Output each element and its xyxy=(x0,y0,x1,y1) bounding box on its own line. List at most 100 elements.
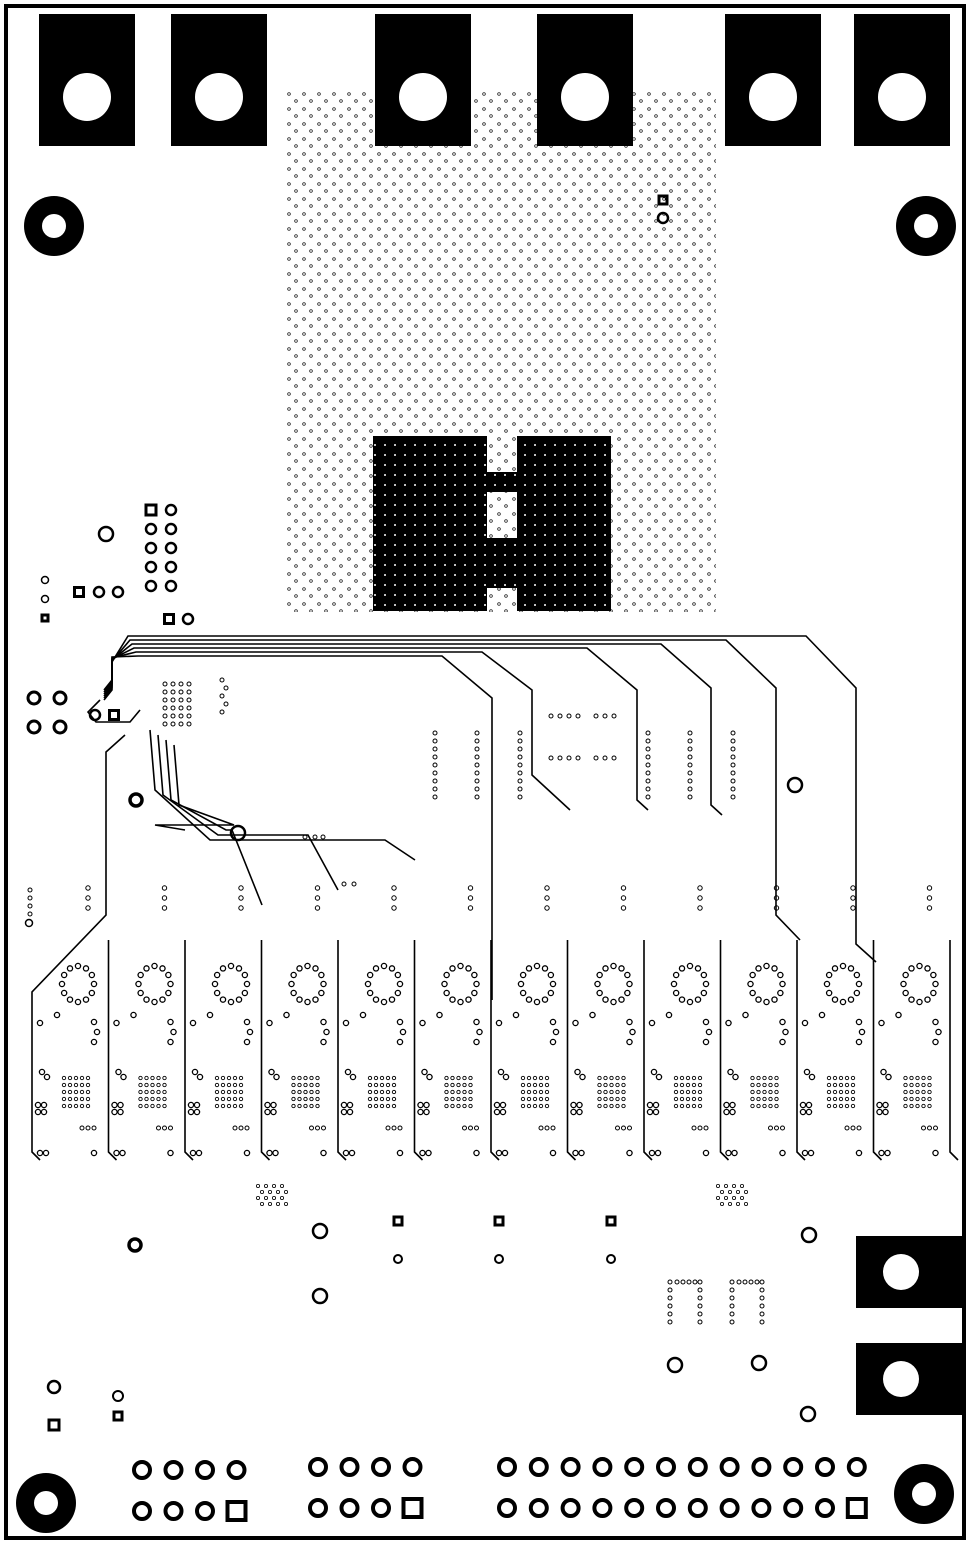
via xyxy=(697,1319,703,1325)
via xyxy=(517,770,523,776)
cell-via xyxy=(297,1103,302,1109)
via xyxy=(421,1068,428,1076)
cell-via xyxy=(396,1038,404,1046)
via xyxy=(759,1303,765,1309)
cell-divider xyxy=(337,940,347,1161)
via xyxy=(275,1202,280,1207)
square-pad xyxy=(657,194,669,206)
via xyxy=(167,1149,174,1157)
cell-via xyxy=(456,1103,461,1109)
cell-via xyxy=(220,1089,226,1095)
via xyxy=(926,905,933,911)
via xyxy=(468,1125,473,1131)
via xyxy=(650,1068,658,1076)
cell-via xyxy=(903,1082,908,1088)
via xyxy=(342,1019,350,1027)
header-pin xyxy=(687,1457,708,1477)
via xyxy=(667,1303,673,1309)
cell-via xyxy=(144,1096,149,1102)
cell-via xyxy=(219,965,227,972)
via xyxy=(621,1125,626,1131)
via xyxy=(730,794,736,800)
cell-via xyxy=(309,1096,314,1102)
cell-via xyxy=(90,1038,98,1046)
trace xyxy=(165,739,263,906)
cell-via xyxy=(227,962,235,970)
cell-via xyxy=(379,1103,385,1109)
via xyxy=(645,794,651,800)
via xyxy=(186,697,192,703)
via xyxy=(742,1279,748,1285)
via xyxy=(432,794,438,800)
cell-via xyxy=(597,1082,602,1088)
cell-via xyxy=(685,1075,691,1081)
via xyxy=(808,1073,816,1081)
cell-via xyxy=(309,1075,314,1081)
via xyxy=(493,1108,501,1116)
cell-via xyxy=(226,1103,232,1109)
via xyxy=(474,794,480,800)
cell-via xyxy=(526,1075,532,1081)
cell-via xyxy=(391,1075,397,1081)
via xyxy=(264,1101,271,1109)
cell-via xyxy=(156,1089,161,1095)
cell-via xyxy=(927,1082,932,1088)
cell-via xyxy=(232,1103,238,1109)
via xyxy=(687,762,693,768)
cell-via xyxy=(756,1075,761,1081)
pad xyxy=(799,1405,817,1423)
via xyxy=(652,1101,660,1109)
cell-via xyxy=(838,1075,844,1081)
via xyxy=(729,1287,735,1293)
cell-via xyxy=(312,996,319,1003)
cell-via xyxy=(79,1075,85,1081)
cell-via xyxy=(226,1075,232,1081)
channel-cell xyxy=(187,885,271,1161)
header-pin xyxy=(560,1457,581,1477)
via xyxy=(263,1196,268,1201)
cell-divider xyxy=(643,940,653,1161)
cell-via xyxy=(609,1082,614,1088)
via xyxy=(385,1125,391,1131)
cell-via xyxy=(320,980,327,988)
channel-cell xyxy=(34,885,118,1161)
via xyxy=(178,721,184,727)
cell-via xyxy=(167,1038,174,1046)
via xyxy=(779,1149,786,1157)
header-pin xyxy=(497,1498,517,1518)
cell-via xyxy=(394,989,402,997)
via xyxy=(549,1149,557,1157)
via xyxy=(724,1196,729,1201)
cell-via xyxy=(61,1089,67,1095)
cell-via xyxy=(771,996,778,1003)
cell-via xyxy=(60,971,68,979)
cell-via xyxy=(211,980,219,988)
cell-via xyxy=(909,1075,914,1081)
cell-via xyxy=(364,980,372,988)
via xyxy=(340,1108,348,1116)
via xyxy=(731,1149,738,1157)
cell-via xyxy=(444,1096,449,1102)
cell-via xyxy=(621,1103,626,1109)
via xyxy=(576,1108,583,1116)
via xyxy=(538,1125,544,1131)
via xyxy=(36,1149,44,1157)
pad xyxy=(112,1390,124,1402)
cell-via xyxy=(449,996,456,1003)
via xyxy=(667,1311,673,1317)
cell-via xyxy=(538,1075,544,1081)
cell-via xyxy=(67,1082,73,1088)
cell-via xyxy=(850,1075,856,1081)
trace xyxy=(86,699,141,723)
cell-via xyxy=(462,1075,467,1081)
cell-via xyxy=(832,1103,838,1109)
cell-via xyxy=(396,980,404,988)
via xyxy=(397,1125,403,1131)
mounting-hole-drill xyxy=(912,1482,936,1506)
cell-via xyxy=(702,1018,710,1026)
via xyxy=(467,905,474,911)
cell-via xyxy=(297,1082,302,1088)
via xyxy=(645,746,651,752)
cell-via xyxy=(162,1103,167,1109)
